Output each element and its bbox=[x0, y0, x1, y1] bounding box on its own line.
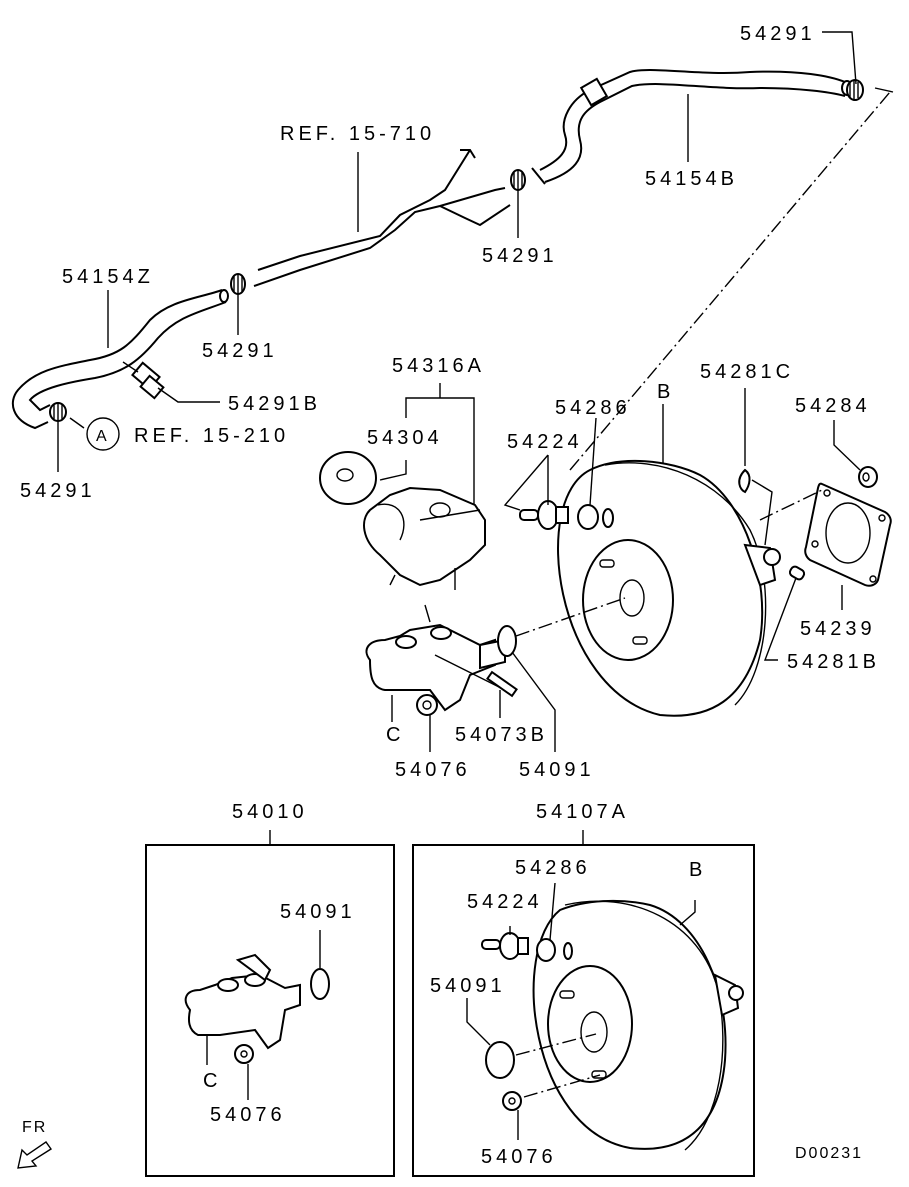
reservoir-tank[interactable] bbox=[363, 486, 486, 590]
label-54073B[interactable]: 54073B bbox=[455, 724, 548, 746]
box-booster-assy[interactable]: 54107A bbox=[412, 801, 755, 1177]
callout-a-letter: A bbox=[96, 428, 109, 445]
reservoir-cap-54304[interactable] bbox=[319, 451, 377, 505]
label-54291-mid[interactable]: 54291 bbox=[482, 245, 558, 267]
label-54224[interactable]: 54224 bbox=[507, 431, 583, 453]
check-valve-54224[interactable] bbox=[519, 500, 569, 530]
label-box1-C[interactable]: C bbox=[203, 1070, 221, 1092]
front-arrow-icon bbox=[17, 1141, 53, 1169]
label-54316A[interactable]: 54316A bbox=[392, 355, 485, 377]
label-ref-15-710[interactable]: REF. 15-710 bbox=[280, 123, 435, 145]
label-54291-left[interactable]: 54291 bbox=[202, 340, 278, 362]
hose-clamp-left-upper[interactable] bbox=[230, 273, 246, 295]
master-cylinder-assy[interactable] bbox=[184, 953, 330, 1064]
brake-booster[interactable] bbox=[557, 460, 781, 717]
hose-54154Z[interactable] bbox=[11, 289, 229, 430]
clevis-pin-54281C[interactable] bbox=[738, 468, 751, 494]
label-54304[interactable]: 54304 bbox=[367, 427, 443, 449]
brake-booster-assy[interactable] bbox=[532, 899, 744, 1151]
hose-clamp-top[interactable] bbox=[846, 79, 864, 101]
nut-54076-main[interactable] bbox=[416, 694, 438, 716]
gasket-54239[interactable] bbox=[804, 482, 892, 587]
label-54291-bottom[interactable]: 54291 bbox=[20, 480, 96, 502]
label-box2-54076[interactable]: 54076 bbox=[481, 1146, 557, 1168]
label-54154Z[interactable]: 54154Z bbox=[62, 266, 154, 288]
grommet-box2[interactable] bbox=[536, 938, 573, 962]
label-54281C[interactable]: 54281C bbox=[700, 361, 794, 383]
check-valve-box2[interactable] bbox=[481, 932, 529, 960]
leader-lines bbox=[57, 31, 894, 752]
callout-a: A bbox=[86, 417, 120, 451]
box-master-cylinder-assy[interactable]: 54010 54091 C 54076 bbox=[145, 801, 395, 1177]
label-B[interactable]: B bbox=[657, 381, 674, 403]
hose-54154B[interactable] bbox=[531, 69, 853, 185]
label-54286[interactable]: 54286 bbox=[555, 397, 631, 419]
pin-54281B[interactable] bbox=[788, 565, 806, 581]
grommet-54286[interactable] bbox=[577, 504, 614, 530]
nut-54284[interactable] bbox=[858, 466, 878, 488]
label-54076[interactable]: 54076 bbox=[395, 759, 471, 781]
master-cylinder[interactable] bbox=[365, 604, 518, 712]
hose-clamp-left-lower[interactable] bbox=[49, 402, 67, 422]
label-ref-15-210[interactable]: REF. 15-210 bbox=[134, 425, 289, 447]
label-box2-54286[interactable]: 54286 bbox=[515, 857, 591, 879]
label-54291B[interactable]: 54291B bbox=[228, 393, 321, 415]
oring-box2[interactable] bbox=[485, 1041, 515, 1079]
part-labels: 54291 54154B REF. 15-710 54291 54154Z 54… bbox=[20, 23, 880, 781]
label-54154B[interactable]: 54154B bbox=[645, 168, 738, 190]
label-54291-top[interactable]: 54291 bbox=[740, 23, 816, 45]
drawing-id: D00231 bbox=[795, 1145, 863, 1162]
oring-54091-main[interactable] bbox=[497, 625, 517, 657]
label-54091[interactable]: 54091 bbox=[519, 759, 595, 781]
front-direction-indicator: FR bbox=[17, 1119, 53, 1169]
label-54107A[interactable]: 54107A bbox=[536, 801, 629, 823]
hose-clip-54291B[interactable] bbox=[122, 361, 165, 400]
label-C[interactable]: C bbox=[386, 724, 404, 746]
nut-box2[interactable] bbox=[502, 1091, 522, 1111]
hose-clamp-mid[interactable] bbox=[510, 169, 526, 191]
label-box1-54091[interactable]: 54091 bbox=[280, 901, 356, 923]
label-54010[interactable]: 54010 bbox=[232, 801, 308, 823]
ref-pipe-15-710[interactable] bbox=[253, 149, 511, 287]
front-label: FR bbox=[22, 1119, 47, 1136]
label-box2-54224[interactable]: 54224 bbox=[467, 891, 543, 913]
label-box2-54091[interactable]: 54091 bbox=[430, 975, 506, 997]
label-54239[interactable]: 54239 bbox=[800, 618, 876, 640]
label-54284[interactable]: 54284 bbox=[795, 395, 871, 417]
label-box2-B[interactable]: B bbox=[689, 859, 706, 881]
label-box1-54076[interactable]: 54076 bbox=[210, 1104, 286, 1126]
label-54281B[interactable]: 54281B bbox=[787, 651, 880, 673]
